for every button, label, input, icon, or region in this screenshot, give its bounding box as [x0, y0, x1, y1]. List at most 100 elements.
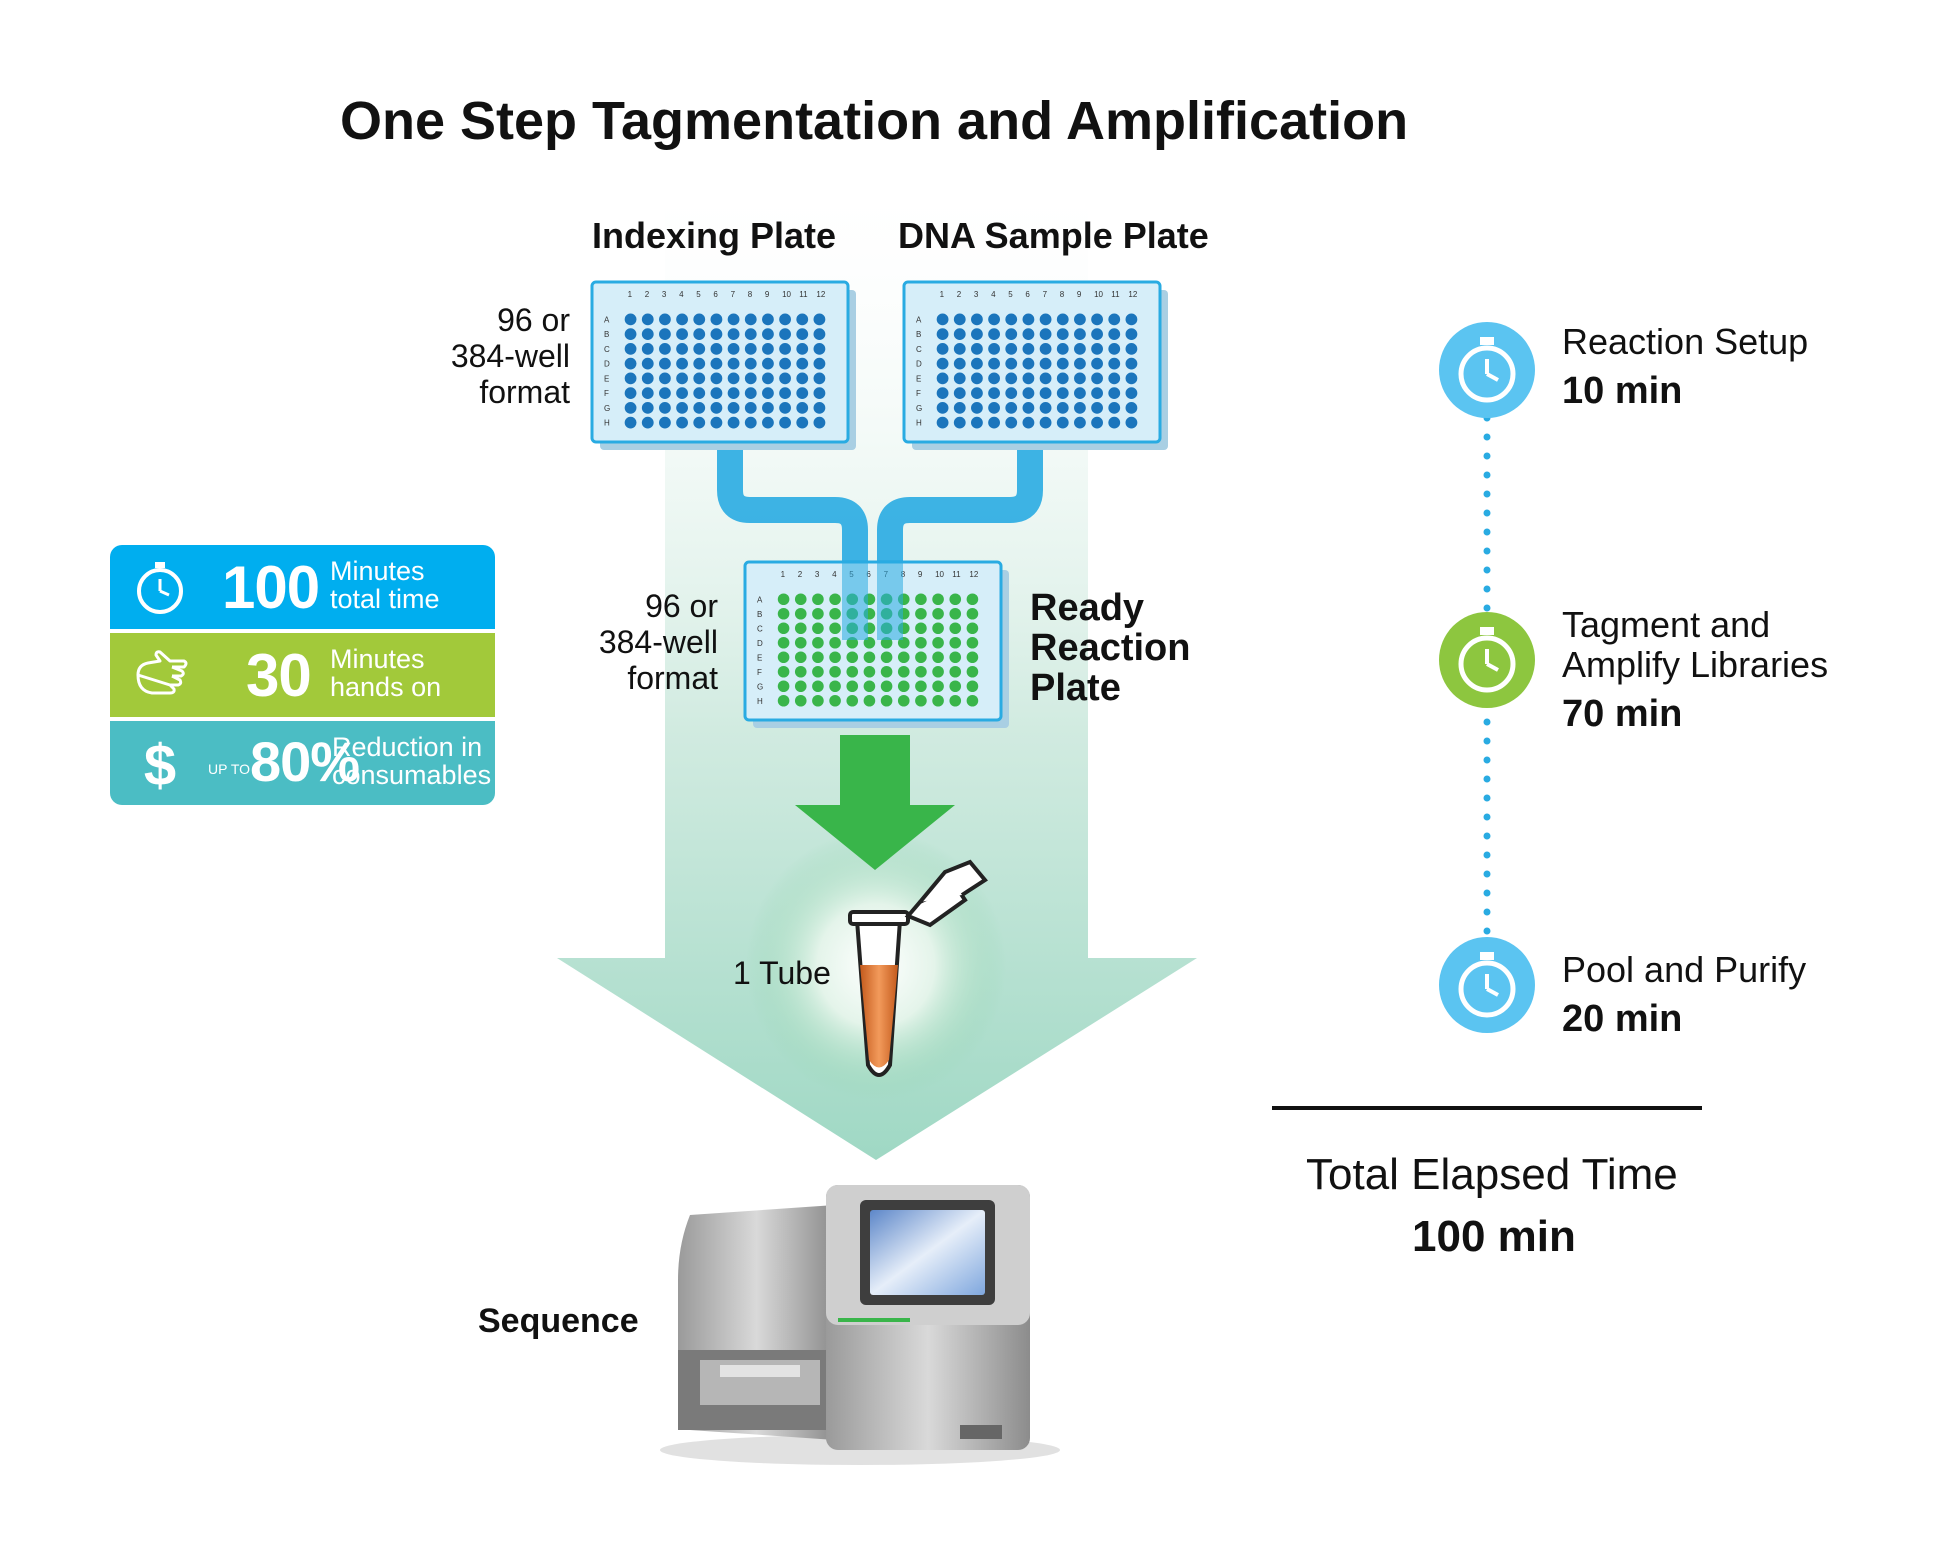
well: [744, 416, 757, 429]
well: [1125, 387, 1138, 400]
col-number: 10: [935, 570, 944, 579]
well: [829, 622, 841, 635]
well: [915, 593, 927, 606]
stat-total-time: 100 Minutes total time: [110, 545, 495, 629]
well: [779, 401, 791, 414]
well: [949, 651, 962, 664]
well: [1108, 416, 1121, 429]
col-number: 6: [713, 290, 718, 299]
well: [1005, 342, 1018, 355]
well: [988, 372, 1000, 385]
stat-description: Minutes total time: [330, 556, 440, 614]
well: [794, 680, 807, 693]
stopwatch-icon: [1439, 322, 1535, 418]
total-elapsed-time: 100 min: [1412, 1212, 1576, 1261]
well: [779, 387, 791, 400]
row-letter: H: [757, 697, 763, 706]
row-letter: E: [916, 374, 921, 383]
well: [966, 636, 979, 649]
well: [727, 357, 740, 370]
row-letter: A: [916, 315, 922, 324]
col-number: 9: [765, 290, 770, 299]
well: [794, 651, 807, 664]
well: [624, 342, 637, 355]
col-number: 8: [901, 570, 906, 579]
well: [1125, 313, 1138, 326]
well: [1005, 387, 1018, 400]
well: [813, 357, 826, 370]
well: [880, 694, 893, 707]
col-number: 12: [969, 570, 978, 579]
timeline-step-time: 70 min: [1562, 693, 1683, 735]
well: [936, 357, 949, 370]
well: [1074, 357, 1086, 370]
stopwatch-icon: [1439, 612, 1535, 708]
well: [936, 416, 949, 429]
well: [971, 313, 983, 326]
well: [659, 328, 671, 341]
well: [966, 665, 979, 678]
well: [659, 387, 671, 400]
stopwatch-icon: [1439, 937, 1535, 1033]
well: [777, 636, 790, 649]
well: [1039, 328, 1052, 341]
ready-reaction-plate-label: Ready Reaction Plate: [1030, 587, 1191, 709]
well: [936, 401, 949, 414]
well: [1091, 372, 1103, 385]
well: [966, 622, 979, 635]
well: [779, 416, 791, 429]
well: [971, 328, 983, 341]
well: [693, 372, 706, 385]
well: [953, 416, 966, 429]
well: [932, 622, 944, 635]
well: [897, 651, 910, 664]
well: [949, 694, 962, 707]
col-number: 7: [1043, 290, 1048, 299]
well: [1091, 401, 1103, 414]
well: [829, 593, 841, 606]
well: [846, 665, 859, 678]
well: [641, 372, 654, 385]
col-number: 1: [781, 570, 786, 579]
well: [779, 342, 791, 355]
well: [659, 372, 671, 385]
well: [1074, 372, 1086, 385]
well: [829, 694, 841, 707]
well: [812, 651, 824, 664]
well: [710, 387, 723, 400]
well: [624, 328, 637, 341]
well: [676, 416, 688, 429]
well: [794, 636, 807, 649]
well: [762, 313, 774, 326]
well: [796, 342, 809, 355]
well: [1091, 342, 1103, 355]
well: [779, 357, 791, 370]
well: [932, 694, 944, 707]
well: [744, 342, 757, 355]
col-number: 5: [696, 290, 701, 299]
well: [1074, 328, 1086, 341]
row-letter: G: [604, 404, 610, 413]
col-number: 3: [662, 290, 667, 299]
well: [880, 665, 893, 678]
well: [915, 694, 927, 707]
well: [794, 622, 807, 635]
well: [936, 372, 949, 385]
well: [897, 694, 910, 707]
well: [966, 607, 979, 620]
well: [744, 372, 757, 385]
col-number: 3: [974, 290, 979, 299]
well: [988, 313, 1000, 326]
well: [1108, 357, 1121, 370]
well: [813, 416, 826, 429]
well: [1108, 387, 1121, 400]
well: [880, 651, 893, 664]
well: [813, 313, 826, 326]
well: [641, 342, 654, 355]
pipe-left: [717, 445, 868, 600]
well: [863, 694, 876, 707]
col-number: 11: [1111, 290, 1120, 299]
source-plate-format-label: 96 or 384-well format: [450, 302, 570, 410]
well: [1125, 342, 1138, 355]
